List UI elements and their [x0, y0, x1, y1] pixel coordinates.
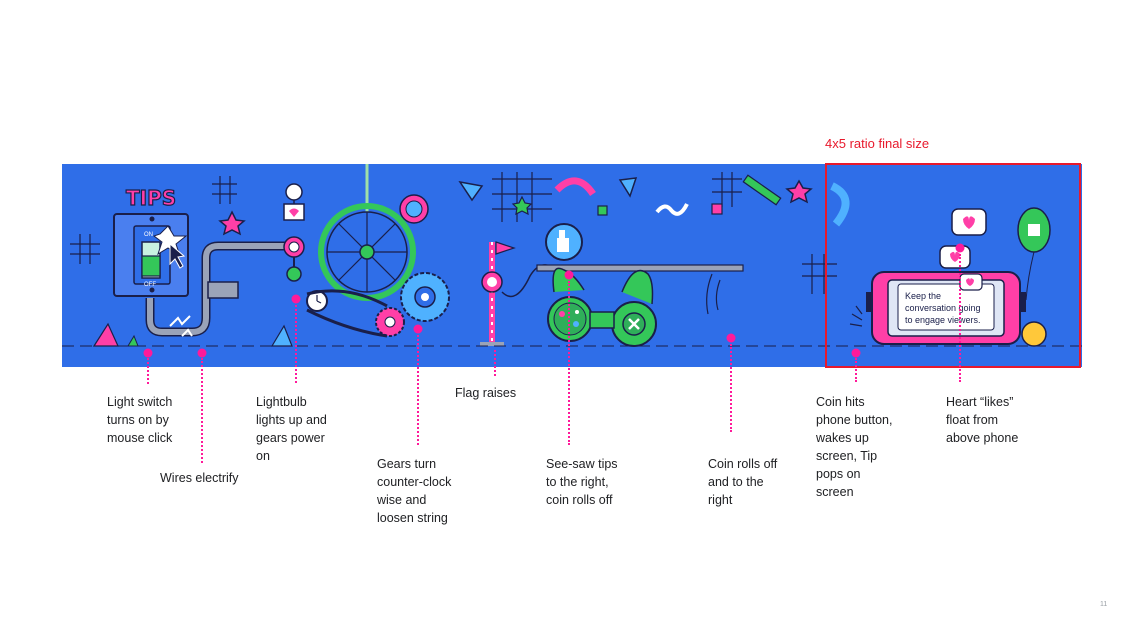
marker-dot	[852, 349, 861, 358]
tips-logo-text: TIPS	[126, 186, 176, 210]
leader-line	[730, 344, 732, 432]
flag-pole	[480, 242, 560, 346]
floating-shapes	[220, 175, 846, 234]
cone-shape	[94, 324, 118, 346]
leader-line	[295, 305, 297, 383]
thumbs-up-badge	[546, 224, 582, 260]
frame-size-label: 4x5 ratio final size	[825, 136, 929, 151]
caption-wires: Wires electrify	[160, 469, 238, 487]
switch-on-label: ON	[144, 232, 153, 238]
marker-dot	[292, 295, 301, 304]
switch-off-label: OFF	[144, 282, 156, 288]
marker-dot	[198, 349, 207, 358]
leader-line	[417, 335, 419, 445]
cone-shape-blue	[272, 326, 292, 346]
tips-logo: TIPS	[126, 186, 176, 210]
light-switch: ON OFF	[114, 214, 188, 296]
leader-line	[201, 358, 203, 463]
marker-dot	[414, 325, 423, 334]
marker-dot	[956, 244, 965, 253]
leader-line	[959, 254, 961, 382]
caption-flag: Flag raises	[455, 384, 516, 402]
leader-line	[568, 281, 570, 445]
page-number: 11	[1100, 601, 1107, 608]
leader-line	[494, 350, 496, 376]
marker-dot	[144, 349, 153, 358]
leader-line	[855, 358, 857, 382]
marker-dot	[565, 271, 574, 280]
lightbulb	[284, 184, 304, 281]
cone-shape-small	[128, 336, 138, 346]
leader-line	[147, 358, 149, 384]
marker-dot	[727, 334, 736, 343]
final-size-crop-frame	[825, 163, 1081, 368]
